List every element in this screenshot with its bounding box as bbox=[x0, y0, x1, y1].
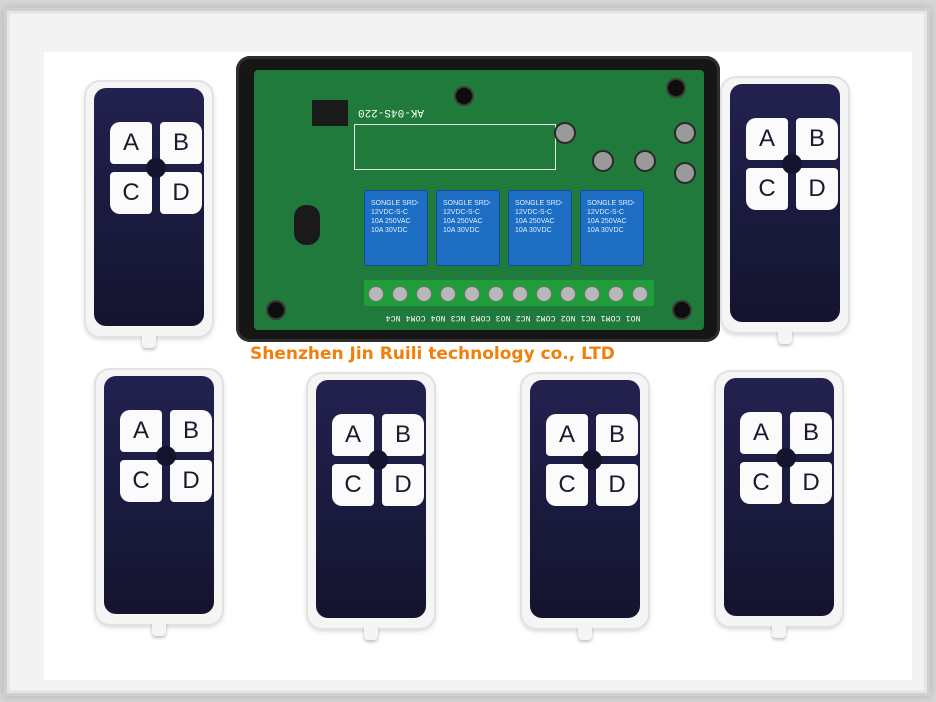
antenna-coil bbox=[294, 205, 320, 245]
remote-keypad: A B C D bbox=[740, 412, 832, 504]
remote-control: A B C D bbox=[308, 374, 434, 640]
relay-4: SONGLE SRD-12VDC-S-C 10A 250VAC 10A 30VD… bbox=[580, 190, 644, 266]
terminal-labels: NO1 COM1 NC1 NO2 COM2 NC2 NO3 COM3 NC3 N… bbox=[385, 313, 641, 322]
relay-label: SONGLE SRD-12VDC-S-C 10A 250VAC 10A 30VD… bbox=[587, 200, 636, 234]
capacitor bbox=[592, 150, 614, 172]
board-window-outline bbox=[354, 124, 556, 170]
key-b[interactable]: B bbox=[596, 414, 638, 456]
key-b[interactable]: B bbox=[382, 414, 424, 456]
mounting-hole bbox=[666, 78, 686, 98]
remote-control: A B C D bbox=[722, 78, 848, 344]
keyring-loop bbox=[364, 626, 378, 640]
key-c[interactable]: C bbox=[332, 464, 374, 506]
circuit-board: AK-04S-220 SONGLE SRD-12VDC-S-C 10A 250V… bbox=[254, 70, 704, 330]
screw-terminal bbox=[536, 286, 552, 302]
terminal-block bbox=[364, 280, 654, 306]
key-c[interactable]: C bbox=[740, 462, 782, 504]
key-b[interactable]: B bbox=[796, 118, 838, 160]
capacitor bbox=[554, 122, 576, 144]
key-c[interactable]: C bbox=[546, 464, 588, 506]
remote-keypad: A B C D bbox=[120, 410, 212, 502]
capacitor bbox=[634, 150, 656, 172]
key-a[interactable]: A bbox=[120, 410, 162, 452]
remote-control: A B C D bbox=[716, 372, 842, 638]
keyring-loop bbox=[772, 624, 786, 638]
key-d[interactable]: D bbox=[790, 462, 832, 504]
remote-body: A B C D bbox=[724, 378, 834, 616]
screw-terminal bbox=[560, 286, 576, 302]
key-d[interactable]: D bbox=[796, 168, 838, 210]
key-c[interactable]: C bbox=[110, 172, 152, 214]
keyring-loop bbox=[778, 330, 792, 344]
remote-body: A B C D bbox=[730, 84, 840, 322]
key-b[interactable]: B bbox=[790, 412, 832, 454]
remote-body: A B C D bbox=[104, 376, 214, 614]
key-a[interactable]: A bbox=[110, 122, 152, 164]
remote-keypad: A B C D bbox=[332, 414, 424, 506]
mounting-hole bbox=[672, 300, 692, 320]
keypad-center bbox=[582, 450, 602, 470]
key-c[interactable]: C bbox=[746, 168, 788, 210]
capacitor bbox=[674, 122, 696, 144]
screw-terminal bbox=[464, 286, 480, 302]
remote-body: A B C D bbox=[94, 88, 204, 326]
screw-terminal bbox=[608, 286, 624, 302]
capacitor bbox=[674, 162, 696, 184]
screw-terminal bbox=[488, 286, 504, 302]
relay-3: SONGLE SRD-12VDC-S-C 10A 250VAC 10A 30VD… bbox=[508, 190, 572, 266]
relay-2: SONGLE SRD-12VDC-S-C 10A 250VAC 10A 30VD… bbox=[436, 190, 500, 266]
key-b[interactable]: B bbox=[170, 410, 212, 452]
key-d[interactable]: D bbox=[382, 464, 424, 506]
key-d[interactable]: D bbox=[596, 464, 638, 506]
keypad-center bbox=[368, 450, 388, 470]
keypad-center bbox=[782, 154, 802, 174]
remote-keypad: A B C D bbox=[110, 122, 202, 214]
keyring-loop bbox=[152, 622, 166, 636]
relay-label: SONGLE SRD-12VDC-S-C 10A 250VAC 10A 30VD… bbox=[515, 200, 564, 234]
screw-terminal bbox=[416, 286, 432, 302]
receiver-board: AK-04S-220 SONGLE SRD-12VDC-S-C 10A 250V… bbox=[236, 56, 720, 342]
keypad-center bbox=[776, 448, 796, 468]
key-d[interactable]: D bbox=[160, 172, 202, 214]
key-d[interactable]: D bbox=[170, 460, 212, 502]
board-model-label: AK-04S-220 bbox=[358, 106, 425, 118]
key-b[interactable]: B bbox=[160, 122, 202, 164]
keyring-loop bbox=[578, 626, 592, 640]
ic-chip bbox=[312, 100, 348, 126]
screw-terminal bbox=[512, 286, 528, 302]
company-watermark: Shenzhen Jin Ruili technology co., LTD bbox=[250, 344, 615, 364]
mounting-hole bbox=[266, 300, 286, 320]
screw-terminal bbox=[632, 286, 648, 302]
screw-terminal bbox=[440, 286, 456, 302]
keypad-center bbox=[156, 446, 176, 466]
relay-1: SONGLE SRD-12VDC-S-C 10A 250VAC 10A 30VD… bbox=[364, 190, 428, 266]
remote-keypad: A B C D bbox=[746, 118, 838, 210]
key-a[interactable]: A bbox=[332, 414, 374, 456]
keyring-loop bbox=[142, 334, 156, 348]
relay-label: SONGLE SRD-12VDC-S-C 10A 250VAC 10A 30VD… bbox=[443, 200, 492, 234]
key-a[interactable]: A bbox=[746, 118, 788, 160]
keypad-center bbox=[146, 158, 166, 178]
remote-control: A B C D bbox=[86, 82, 212, 348]
mounting-hole bbox=[454, 86, 474, 106]
key-c[interactable]: C bbox=[120, 460, 162, 502]
key-a[interactable]: A bbox=[740, 412, 782, 454]
screw-terminal bbox=[392, 286, 408, 302]
relay-label: SONGLE SRD-12VDC-S-C 10A 250VAC 10A 30VD… bbox=[371, 200, 420, 234]
remote-body: A B C D bbox=[530, 380, 640, 618]
remote-control: A B C D bbox=[96, 370, 222, 636]
remote-control: A B C D bbox=[522, 374, 648, 640]
remote-keypad: A B C D bbox=[546, 414, 638, 506]
screw-terminal bbox=[584, 286, 600, 302]
key-a[interactable]: A bbox=[546, 414, 588, 456]
remote-body: A B C D bbox=[316, 380, 426, 618]
screw-terminal bbox=[368, 286, 384, 302]
